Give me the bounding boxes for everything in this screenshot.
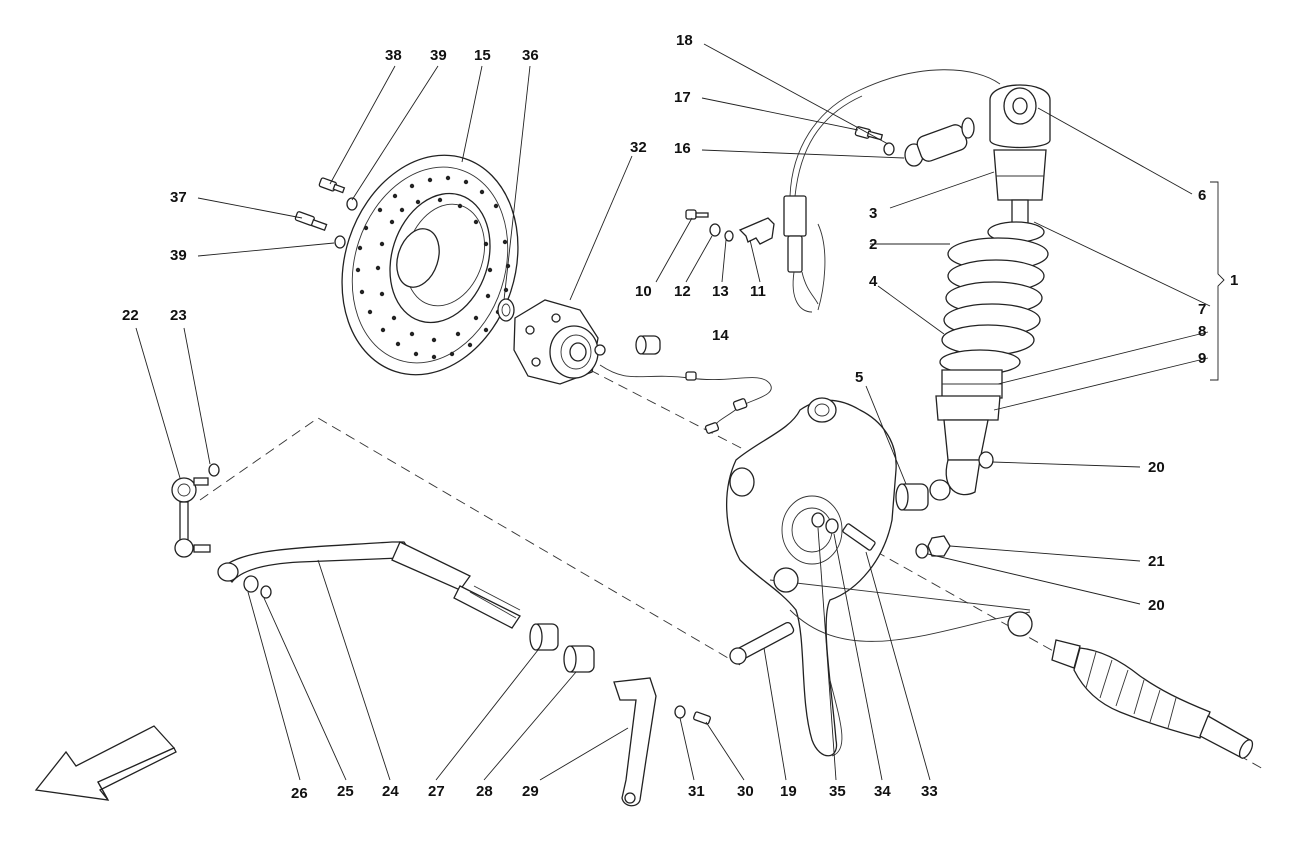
label-20a: 20 [1148, 459, 1165, 476]
nut-21[interactable] [927, 535, 951, 557]
label-27: 27 [428, 783, 445, 800]
leader-lines [135, 43, 1211, 781]
label-18: 18 [676, 32, 693, 49]
label-3: 3 [869, 205, 877, 222]
label-28: 28 [476, 783, 493, 800]
bracket-11[interactable] [738, 217, 775, 245]
label-17: 17 [674, 89, 691, 106]
label-32: 32 [630, 139, 647, 156]
drop-link-22[interactable] [171, 477, 211, 558]
label-12: 12 [674, 283, 691, 300]
label-39b: 39 [170, 247, 187, 264]
label-6: 6 [1198, 187, 1206, 204]
label-35: 35 [829, 783, 846, 800]
label-33: 33 [921, 783, 938, 800]
washer-35[interactable] [811, 512, 825, 528]
front-direction-arrow-icon [34, 725, 177, 801]
wheel-upright[interactable] [725, 397, 1033, 757]
washer-26[interactable] [243, 575, 259, 593]
label-10: 10 [635, 283, 652, 300]
disc-bolt-38[interactable] [318, 177, 346, 194]
bush-16[interactable] [904, 117, 975, 167]
label-26: 26 [291, 785, 308, 802]
bushing-27[interactable] [529, 623, 559, 651]
washer-39-lower[interactable] [334, 235, 346, 249]
label-2: 2 [869, 236, 877, 253]
spacer-36[interactable] [497, 298, 515, 322]
label-37: 37 [170, 189, 187, 206]
washer-20-lower[interactable] [915, 543, 929, 559]
label-4: 4 [869, 273, 878, 290]
washer-39-upper[interactable] [346, 197, 358, 211]
bushing-28[interactable] [563, 645, 595, 673]
label-22: 22 [122, 307, 139, 324]
brake-disc[interactable] [315, 132, 546, 398]
washer-12[interactable] [709, 223, 721, 237]
label-38: 38 [385, 47, 402, 64]
label-21: 21 [1148, 553, 1165, 570]
washer-25[interactable] [260, 585, 272, 599]
label-25: 25 [337, 783, 354, 800]
bolt-33[interactable] [842, 523, 876, 551]
label-9: 9 [1198, 350, 1206, 367]
label-30: 30 [737, 783, 754, 800]
abs-sensor-cable[interactable] [599, 364, 772, 434]
bush-14[interactable] [635, 335, 661, 355]
drive-shaft[interactable] [1051, 639, 1255, 760]
label-29: 29 [522, 783, 539, 800]
label-7: 7 [1198, 301, 1206, 318]
label-36: 36 [522, 47, 539, 64]
label-14: 14 [712, 327, 729, 344]
pin-19[interactable] [729, 621, 795, 665]
label-23: 23 [170, 307, 187, 324]
label-16: 16 [674, 140, 691, 157]
disc-stud-37[interactable] [294, 211, 328, 232]
washer-31[interactable] [674, 705, 686, 719]
label-20b: 20 [1148, 597, 1165, 614]
lever-29[interactable] [613, 677, 657, 807]
label-11: 11 [750, 283, 766, 300]
shock-absorber-assembly[interactable] [929, 84, 1051, 501]
screw-10[interactable] [685, 209, 709, 220]
anti-roll-bar-24[interactable] [217, 541, 521, 629]
screw-30[interactable] [693, 711, 711, 725]
washer-23[interactable] [208, 463, 220, 477]
coil-spring[interactable] [941, 237, 1049, 356]
label-34: 34 [874, 783, 891, 800]
washer-20-upper[interactable] [978, 451, 994, 469]
washer-34[interactable] [825, 518, 839, 534]
washer-13[interactable] [724, 230, 734, 242]
assembly-bracket [1210, 181, 1225, 381]
washer-16[interactable] [883, 142, 895, 156]
label-1: 1 [1230, 272, 1238, 289]
label-19: 19 [780, 783, 797, 800]
part-number-labels: 1 2 3 4 5 6 7 8 9 10 11 12 13 14 15 16 1… [122, 32, 1238, 802]
label-13: 13 [712, 283, 729, 300]
label-24: 24 [382, 783, 399, 800]
label-31: 31 [688, 783, 705, 800]
label-5: 5 [855, 369, 863, 386]
label-8: 8 [1198, 323, 1206, 340]
wheel-hub-bearing[interactable] [513, 299, 606, 385]
bushing-5[interactable] [895, 483, 929, 511]
label-39a: 39 [430, 47, 447, 64]
label-15: 15 [474, 47, 491, 64]
